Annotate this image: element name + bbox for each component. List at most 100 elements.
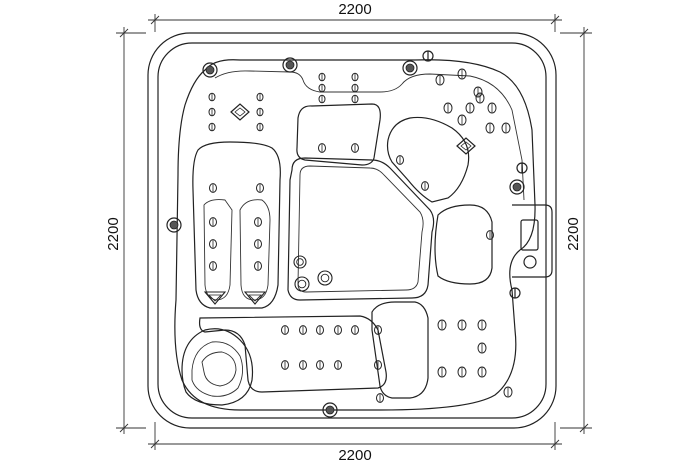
lounger-seat <box>192 141 281 309</box>
jet-icon <box>351 143 359 153</box>
jet-icon <box>374 325 382 335</box>
jet-icon <box>254 217 262 227</box>
cup-holder-icon <box>516 162 528 174</box>
inner-seat-line <box>214 70 525 201</box>
dimension-top: 2200 <box>148 1 562 32</box>
foot-pad-icon <box>243 291 267 305</box>
jet-icon <box>465 102 475 114</box>
dimension-right-label: 2200 <box>565 217 582 250</box>
jet-group <box>203 68 513 403</box>
jet-icon <box>318 83 326 93</box>
jet-icon <box>421 181 429 191</box>
corner-seat-right <box>386 116 470 203</box>
jet-icon <box>457 319 467 331</box>
swirl-seat-outer <box>181 328 254 406</box>
jet-icon <box>209 217 217 227</box>
jet-icon <box>209 239 217 249</box>
jet-icon <box>256 183 264 193</box>
jet-icon <box>256 107 264 117</box>
jet-icon <box>485 122 495 134</box>
upper-center-seat <box>296 103 381 166</box>
jet-icon <box>281 360 289 370</box>
jet-icon <box>477 366 487 378</box>
jet-icon <box>457 114 467 126</box>
control-panel-recess <box>512 204 553 278</box>
jet-icon <box>316 360 324 370</box>
jet-icon <box>457 68 467 80</box>
jet-icon <box>435 74 445 86</box>
pillow-jet-icon <box>456 137 476 155</box>
cup-holder-icon <box>509 287 521 299</box>
valve-group <box>166 57 525 418</box>
jet-icon <box>486 230 494 240</box>
lounger-leg-right <box>239 199 271 301</box>
bottom-seat-left <box>198 315 387 393</box>
valve-icon <box>166 217 182 233</box>
jet-icon <box>443 102 453 114</box>
jet-icon <box>208 107 216 117</box>
valve-icon <box>282 57 298 73</box>
swirl-seat-inner <box>191 341 243 397</box>
bottom-seat-right <box>371 301 429 399</box>
footwell-inner <box>297 165 424 293</box>
jet-icon <box>437 319 447 331</box>
shell-rim <box>157 42 547 419</box>
dimension-top-label: 2200 <box>338 1 371 18</box>
cup-holder-icon <box>422 50 434 62</box>
jet-icon <box>254 239 262 249</box>
valve-icon <box>509 179 525 195</box>
lounger-leg-left <box>203 199 233 301</box>
valve-icon <box>402 60 418 76</box>
dimension-left-label: 2200 <box>105 217 122 250</box>
jet-icon <box>281 325 289 335</box>
jet-icon <box>374 360 382 370</box>
foot-jet-icon <box>293 255 307 269</box>
swirl-seat-center <box>201 351 237 387</box>
jet-icon <box>256 92 264 102</box>
dimension-bottom: 2200 <box>148 422 562 464</box>
jet-icon <box>503 386 513 398</box>
jet-icon <box>316 325 324 335</box>
jet-icon <box>334 325 342 335</box>
jet-icon <box>351 325 359 335</box>
jet-icon <box>209 261 217 271</box>
foot-jet-icon <box>317 270 333 286</box>
valve-icon <box>202 62 218 78</box>
jet-icon <box>209 183 217 193</box>
foot-pad-icon <box>203 291 227 305</box>
dimension-left: 2200 <box>105 27 146 434</box>
control-panel-icon <box>520 219 539 251</box>
jet-icon <box>351 83 359 93</box>
jet-icon <box>396 155 404 165</box>
footwell-outer <box>287 157 435 301</box>
jet-icon <box>376 393 384 403</box>
jet-icon <box>254 261 262 271</box>
jet-icon <box>351 94 359 104</box>
jet-icon <box>457 366 467 378</box>
jet-icon <box>318 143 326 153</box>
right-side-seat <box>434 204 493 285</box>
shell-outer <box>147 32 557 429</box>
jet-icon <box>208 92 216 102</box>
jet-icon <box>487 102 497 114</box>
valve-icon <box>322 402 338 418</box>
jet-icon <box>351 72 359 82</box>
jet-icon <box>299 325 307 335</box>
jet-icon <box>208 122 216 132</box>
jet-icon <box>256 122 264 132</box>
dimension-right: 2200 <box>560 27 592 434</box>
jet-icon <box>334 360 342 370</box>
foot-jet-icon <box>294 276 310 292</box>
dimension-bottom-label: 2200 <box>338 447 371 464</box>
jet-icon <box>475 92 485 104</box>
jet-icon <box>318 72 326 82</box>
jet-icon <box>477 319 487 331</box>
inner-tub-outline <box>174 59 536 411</box>
control-knob-icon <box>523 255 537 269</box>
jet-icon <box>318 94 326 104</box>
jet-icon <box>437 366 447 378</box>
pillow-jet-icon <box>230 103 250 121</box>
jet-icon <box>473 86 483 98</box>
jet-icon <box>299 360 307 370</box>
jet-icon <box>477 342 487 354</box>
